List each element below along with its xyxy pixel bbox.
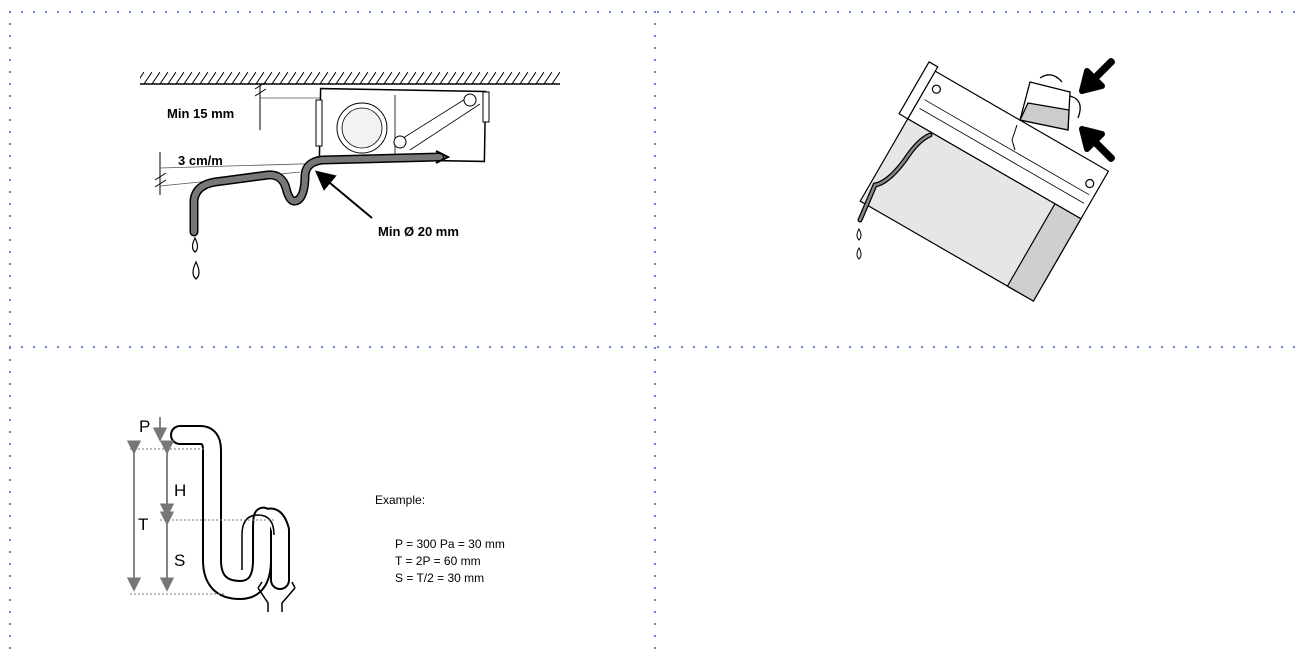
siphon-outlet-icon — [257, 581, 296, 612]
drain-pipe — [189, 152, 445, 237]
water-drop-icon — [192, 260, 200, 280]
pipe-diameter-pointer — [314, 170, 373, 219]
water-drop-icon — [191, 236, 199, 253]
water-stream — [1011, 139, 1016, 151]
siphon-pipe — [170, 425, 290, 600]
slope-label: 3 cm/m — [178, 153, 223, 168]
pointer-arrow-icon — [1079, 58, 1115, 94]
pipe-end-arrow — [435, 150, 451, 164]
panel-siphon-trap: P H T S Example: P = 300 Pa = 30 mm T = … — [126, 417, 505, 612]
label-t: T — [138, 515, 148, 534]
label-s: S — [174, 551, 185, 570]
water-pitcher-icon — [1011, 74, 1081, 141]
siphon-inner-loop — [241, 514, 275, 570]
example-title: Example: — [375, 493, 425, 507]
example-line-2: T = 2P = 60 mm — [395, 554, 481, 568]
panel-water-test — [859, 61, 1110, 302]
dotted-grid — [8, 10, 1307, 652]
clearance-dimension — [254, 81, 330, 130]
label-p: P — [139, 417, 150, 436]
fan-coil-unit — [315, 87, 490, 163]
pointer-arrow-icon — [1079, 126, 1115, 162]
drain-hose-inner — [858, 133, 932, 222]
ceiling-hatch — [140, 72, 560, 84]
tilted-fan-coil-unit — [859, 61, 1110, 302]
example-line-3: S = T/2 = 30 mm — [395, 571, 484, 585]
min-clearance-label: Min 15 mm — [167, 106, 234, 121]
panel-drain-slope: Min 15 mm 3 cm/m — [140, 72, 560, 280]
example-line-1: P = 300 Pa = 30 mm — [395, 537, 505, 551]
label-h: H — [174, 481, 186, 500]
water-drop-icon — [856, 227, 862, 241]
water-drop-icon — [856, 246, 862, 260]
pipe-diameter-label: Min Ø 20 mm — [378, 224, 459, 239]
